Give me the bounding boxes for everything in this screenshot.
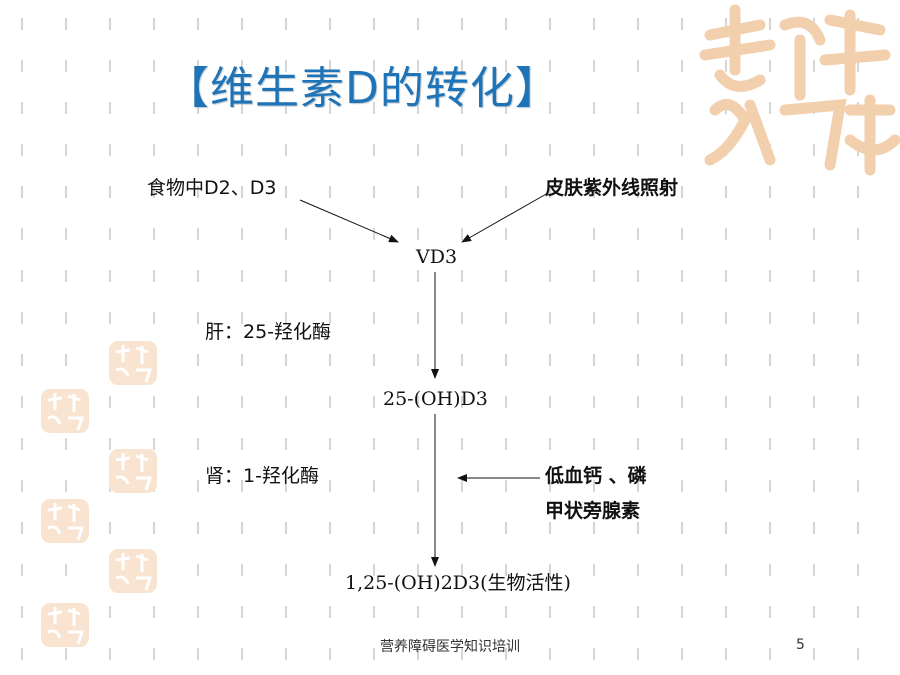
seal-stamp-small bbox=[41, 603, 89, 647]
node-vd3: VD3 bbox=[416, 246, 458, 268]
seal-stamp-small bbox=[41, 389, 89, 433]
seal-stamp-large bbox=[699, 4, 900, 176]
seal-stamp-small bbox=[109, 449, 157, 493]
node-food-source: 食物中D2、D3 bbox=[147, 177, 277, 199]
arrow-food-to-vd3 bbox=[299, 199, 399, 243]
page-number: 5 bbox=[796, 637, 805, 653]
slide-title: 【维生素D的转化】 bbox=[165, 63, 560, 114]
seal-stamp-small bbox=[41, 499, 89, 543]
node-skin-source: 皮肤紫外线照射 bbox=[545, 177, 679, 199]
slide-footer: 营养障碍医学知识培训 bbox=[380, 639, 520, 655]
seal-stamp-small bbox=[109, 549, 157, 593]
node-oh-d3: 25-(OH)D3 bbox=[383, 388, 488, 410]
node-active-form: 1,25-(OH)2D3(生物活性) bbox=[345, 572, 571, 594]
label-low-calcium: 低血钙 、磷 bbox=[545, 465, 647, 487]
seal-stamp-small bbox=[109, 341, 157, 385]
label-kidney-enzyme: 肾：1-羟化酶 bbox=[205, 465, 319, 487]
label-pth: 甲状旁腺素 bbox=[545, 500, 641, 522]
arrow-skin-to-vd3 bbox=[461, 192, 549, 243]
label-liver-enzyme: 肝：25-羟化酶 bbox=[205, 321, 332, 343]
